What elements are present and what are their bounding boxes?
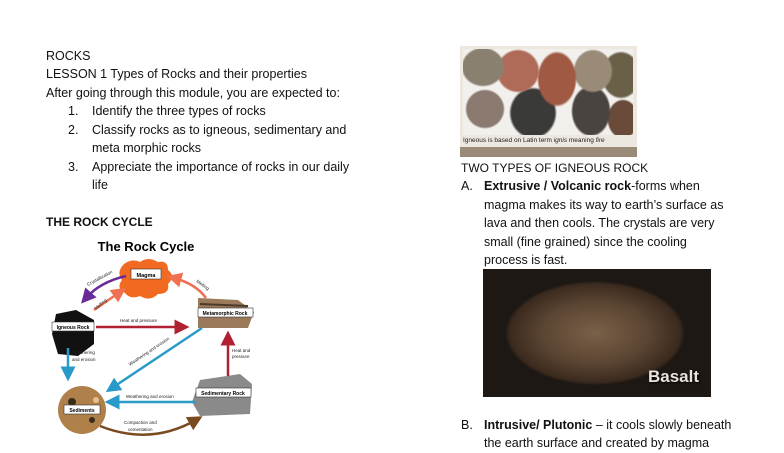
extrusive-text: lava and then cools. The crystals are ve…: [484, 216, 715, 230]
extrusive-line: Extrusive / Volcanic rock-forms when: [484, 179, 700, 193]
label-crystallization: Crystallization: [86, 269, 114, 287]
node-igneous: Igneous Rock: [57, 325, 90, 331]
label-weathering: Weathering and erosion: [126, 394, 174, 399]
label-heat-pressure: Heat and pressure: [120, 318, 158, 323]
label-heat-pressure: Heat and: [232, 348, 251, 353]
list-item-cont: life: [92, 178, 108, 192]
list-number: 2.: [68, 123, 79, 137]
node-sediments: Sediments: [69, 408, 95, 414]
igneous-rocks-photo: Igneous is based on Latin term ignis mea…: [460, 46, 637, 157]
list-item: Identify the three types of rocks: [92, 104, 266, 118]
list-item-cont: meta morphic rocks: [92, 141, 202, 155]
diagram-title: The Rock Cycle: [98, 239, 195, 254]
extrusive-term: Extrusive / Volcanic rock: [484, 179, 632, 193]
label-heat-pressure: pressure: [232, 354, 250, 359]
item-letter: B.: [461, 418, 473, 432]
label-melting: Melting: [93, 297, 108, 310]
list-number: 1.: [68, 104, 79, 118]
extrusive-text: magma makes its way to earth’s surface a…: [484, 198, 724, 212]
label-weathering: Weathering: [72, 350, 95, 355]
node-metamorphic: Metamorphic Rock: [203, 311, 248, 317]
intro-text: After going through this module, you are…: [46, 86, 340, 100]
label-weathering: and erosion: [72, 357, 96, 362]
extrusive-text: process is fast.: [484, 253, 568, 267]
label-compaction: cementation: [128, 427, 153, 432]
heading-rocks: ROCKS: [46, 49, 91, 63]
item-letter: A.: [461, 179, 473, 193]
rock-cycle-diagram: The Rock Cycle Magma Igneous Rock Metamo…: [51, 239, 254, 436]
lesson-title: LESSON 1 Types of Rocks and their proper…: [46, 67, 308, 81]
rock-cycle-heading: THE ROCK CYCLE: [46, 215, 153, 229]
igneous-rock: [52, 310, 94, 356]
list-item: Appreciate the importance of rocks in ou…: [92, 160, 350, 174]
list-number: 3.: [68, 160, 79, 174]
label-compaction: Compaction and: [124, 420, 157, 425]
node-magma: Magma: [137, 273, 157, 279]
intrusive-line: Intrusive/ Plutonic – it cools slowly be…: [484, 418, 732, 432]
intrusive-term: Intrusive/ Plutonic: [484, 418, 593, 432]
node-sedimentary: Sedimentary Rock: [201, 391, 245, 397]
basalt-photo: Basalt: [483, 269, 711, 397]
list-item: Classify rocks as to igneous, sedimentar…: [92, 123, 347, 137]
basalt-label: Basalt: [647, 367, 699, 386]
extrusive-text: small (fine grained) since the cooling: [484, 235, 687, 249]
photo-caption: Igneous is based on Latin term ignis mea…: [463, 137, 605, 144]
types-heading: TWO TYPES OF IGNEOUS ROCK: [461, 161, 649, 175]
intrusive-text: the earth surface and created by magma: [484, 436, 710, 450]
